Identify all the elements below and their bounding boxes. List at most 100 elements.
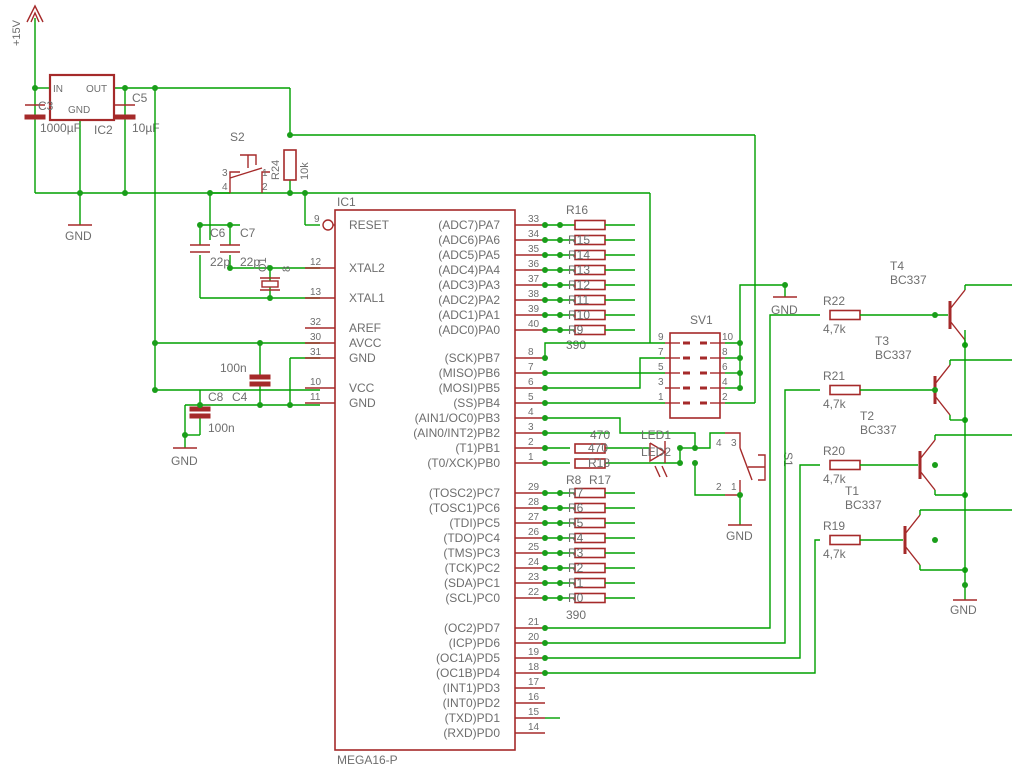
resistor-label: R2 <box>568 561 584 575</box>
junction <box>542 580 548 586</box>
crystal-value: 8 <box>281 266 293 272</box>
led-r-bot: R18 <box>588 456 610 470</box>
mcu-pin-number-left: 30 <box>310 332 322 343</box>
mcu-pin-label-left: AREF <box>349 321 381 335</box>
mcu-pin-number-right: 34 <box>528 229 540 240</box>
junction <box>557 550 563 556</box>
sv1-pin-right: 10 <box>722 332 734 343</box>
mcu-pin-label-right: (ICP)PD6 <box>449 636 501 650</box>
mcu-pin-label-right: (ADC0)PA0 <box>438 323 500 337</box>
mcu-pin-number-right: 28 <box>528 497 540 508</box>
mcu-pin-label-left: RESET <box>349 218 390 232</box>
mcu-pin-number-left: 9 <box>314 214 320 225</box>
resistor-label: R0 <box>568 591 584 605</box>
mcu-pin-number-right: 22 <box>528 587 540 598</box>
resistor-label: R13 <box>568 263 590 277</box>
mcu-pin-number-right: 27 <box>528 512 540 523</box>
transistor-name: T1 <box>845 484 859 498</box>
junction <box>557 282 563 288</box>
transistor-name: T2 <box>860 409 874 423</box>
junction <box>557 267 563 273</box>
s1-pin3: 3 <box>731 438 737 449</box>
mcu-pin-number-right: 25 <box>528 542 540 553</box>
resistor-name: R20 <box>823 444 845 458</box>
mcu-pin-label-right: (T0/XCK)PB0 <box>427 456 500 470</box>
mcu-pin-number-right: 29 <box>528 482 540 493</box>
reset-switch-s2: S2 3 4 1 2 <box>222 130 270 193</box>
transistor-type: BC337 <box>860 423 897 437</box>
led-name: LED1 <box>641 428 671 442</box>
junction <box>542 237 548 243</box>
mcu-pin-number-right: 20 <box>528 632 540 643</box>
mcu-name: IC1 <box>337 195 356 209</box>
mcu-pin-number-right: 2 <box>528 437 534 448</box>
junction-dots <box>32 85 968 676</box>
transistor-name: T3 <box>875 334 889 348</box>
resistor-label: R9 <box>568 323 584 337</box>
gnd-symbol-1: GND <box>65 224 92 243</box>
junction <box>557 312 563 318</box>
pc-bank-value: 390 <box>566 608 586 622</box>
led-resistors: 470 470 R18 R8 R17 <box>566 428 611 487</box>
mcu-pin-number-right: 33 <box>528 214 540 225</box>
s2-pin4: 4 <box>222 182 228 193</box>
mcu-pin-label-right: (AIN1/OC0)PB3 <box>415 411 501 425</box>
capacitor-c8: C8 100n <box>189 390 235 435</box>
resistor-label: R10 <box>568 308 590 322</box>
mcu-pin-number-right: 5 <box>528 392 534 403</box>
s2-pin3: 3 <box>222 168 228 179</box>
mcu-pin-label-right: (INT1)PD3 <box>443 681 501 695</box>
resistor-label: R11 <box>568 293 589 307</box>
sv1-pin-right: 6 <box>722 362 728 373</box>
mcu-left-pins: RESET9XTAL212XTAL113AREF32AVCC30GND31VCC… <box>305 214 390 410</box>
mcu-pin-number-right: 14 <box>528 722 540 733</box>
mcu-pin-number-right: 23 <box>528 572 540 583</box>
junction <box>557 505 563 511</box>
gnd-label-4: GND <box>726 529 753 543</box>
mcu-pin-label-right: (MISO)PB6 <box>439 366 501 380</box>
mcu-pin-label-right: (SDA)PC1 <box>444 576 500 590</box>
pa-bank-value: 390 <box>566 338 586 352</box>
sv1-pin-right: 4 <box>722 377 728 388</box>
mcu-pin-label-right: (MOSI)PB5 <box>439 381 501 395</box>
resistor-label: R15 <box>568 233 590 247</box>
mcu-pin-label-right: (TXD)PD1 <box>445 711 501 725</box>
gnd-label-1: GND <box>65 229 92 243</box>
mcu-pin-number-right: 35 <box>528 244 540 255</box>
transistor-type: BC337 <box>890 273 927 287</box>
junction <box>542 252 548 258</box>
led-r-bot-name: R17 <box>589 473 611 487</box>
mcu-pin-number-right: 36 <box>528 259 540 270</box>
c7-name: C7 <box>240 226 256 240</box>
crystal-name: Q1 <box>257 257 269 272</box>
transistor-stage: R224,7kT4BC337R214,7kT3BC337R204,7kT2BC3… <box>823 259 1012 573</box>
mcu-pin-label-right: (TCK)PC2 <box>445 561 501 575</box>
c6-value: 22p <box>210 255 230 269</box>
resistor-name: R19 <box>823 519 845 533</box>
regulator-in-label: IN <box>53 84 63 95</box>
mcu-pin-label-right: (SCK)PB7 <box>445 351 501 365</box>
mcu-pin-number-right: 39 <box>528 304 540 315</box>
sv1-pin-right: 8 <box>722 347 728 358</box>
capacitor-c6: C6 22p <box>190 226 230 269</box>
junction <box>542 327 548 333</box>
mcu-pin-label-right: (INT0)PD2 <box>443 696 501 710</box>
transistor-type: BC337 <box>845 498 882 512</box>
resistor-label: R12 <box>568 278 590 292</box>
mcu-pin-number-right: 19 <box>528 647 540 658</box>
mcu-pin-number-right: 37 <box>528 274 540 285</box>
mcu-pin-number-right: 21 <box>528 617 540 628</box>
supply-15v-label: +15V <box>11 19 23 46</box>
mcu-pin-label-right: (ADC7)PA7 <box>438 218 500 232</box>
resistor-value: 4,7k <box>823 322 847 336</box>
mcu-pin-number-right: 4 <box>528 407 534 418</box>
resistor-label: R4 <box>568 531 584 545</box>
switch-s1: 4 3 2 1 S1 <box>716 432 795 496</box>
resistor <box>574 219 606 231</box>
mcu-pin-number-right: 7 <box>528 362 534 373</box>
base-resistor <box>829 459 861 471</box>
